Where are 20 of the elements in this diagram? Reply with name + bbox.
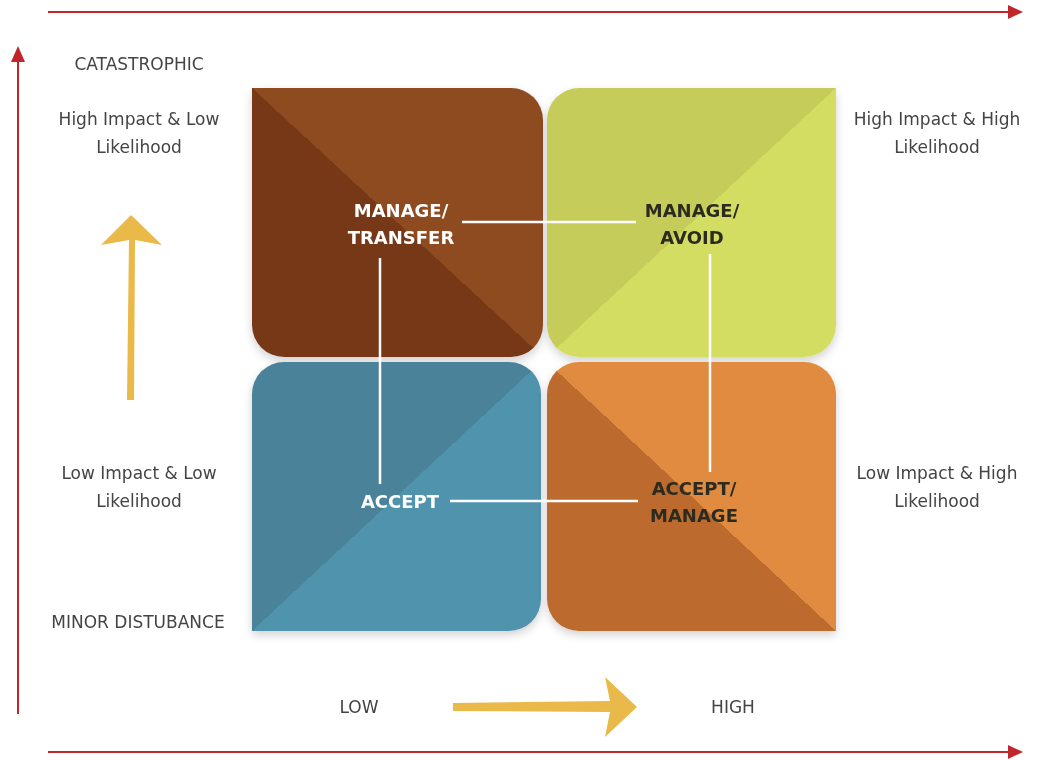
- connector-line: [378, 258, 382, 484]
- axis-label: CATASTROPHIC: [73, 53, 205, 76]
- connector-line: [708, 254, 712, 472]
- axis-label: High Impact & High Likelihood: [852, 108, 1022, 159]
- axis-label: LOW: [338, 696, 380, 719]
- risk-quadrant: [547, 362, 836, 631]
- risk-quadrant: [547, 88, 836, 357]
- connector-line: [450, 499, 638, 503]
- axis-label: Low Impact & Low Likelihood: [60, 462, 218, 513]
- risk-quadrant: [252, 88, 543, 357]
- risk-quadrant: [252, 362, 541, 631]
- axis-label: HIGH: [710, 696, 756, 719]
- axis-label: Low Impact & High Likelihood: [855, 462, 1019, 513]
- quadrant-label: ACCEPT: [359, 489, 441, 514]
- axis-label: High Impact & Low Likelihood: [57, 108, 221, 159]
- axis-label: MINOR DISTUBANCE: [50, 611, 226, 634]
- quadrant-label: MANAGE/ TRANSFER: [346, 199, 456, 250]
- quadrant-label: MANAGE/ AVOID: [643, 199, 741, 250]
- connector-line: [462, 220, 636, 224]
- quadrant-label: ACCEPT/ MANAGE: [649, 477, 739, 528]
